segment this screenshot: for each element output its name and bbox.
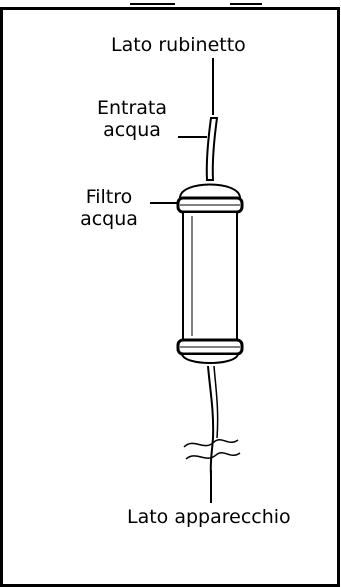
filter-bottom-cap [182, 354, 238, 363]
filter-top-cap [180, 185, 240, 199]
water-inlet-label-line2: acqua [82, 119, 182, 141]
inlet-tube [207, 118, 217, 180]
tap-side-label: Lato rubinetto [111, 34, 246, 56]
water-filter-label: Filtro acqua [64, 186, 154, 230]
water-inlet-label: Entrata acqua [82, 97, 182, 141]
water-filter-label-line1: Filtro [64, 186, 154, 208]
diagram-border [2, 9, 339, 586]
water-inlet-label-line1: Entrata [82, 97, 182, 119]
water-filter-label-line2: acqua [64, 208, 154, 230]
hose-break [184, 440, 238, 447]
filter-body [183, 212, 237, 340]
appliance-side-label: Lato apparecchio [127, 506, 291, 528]
